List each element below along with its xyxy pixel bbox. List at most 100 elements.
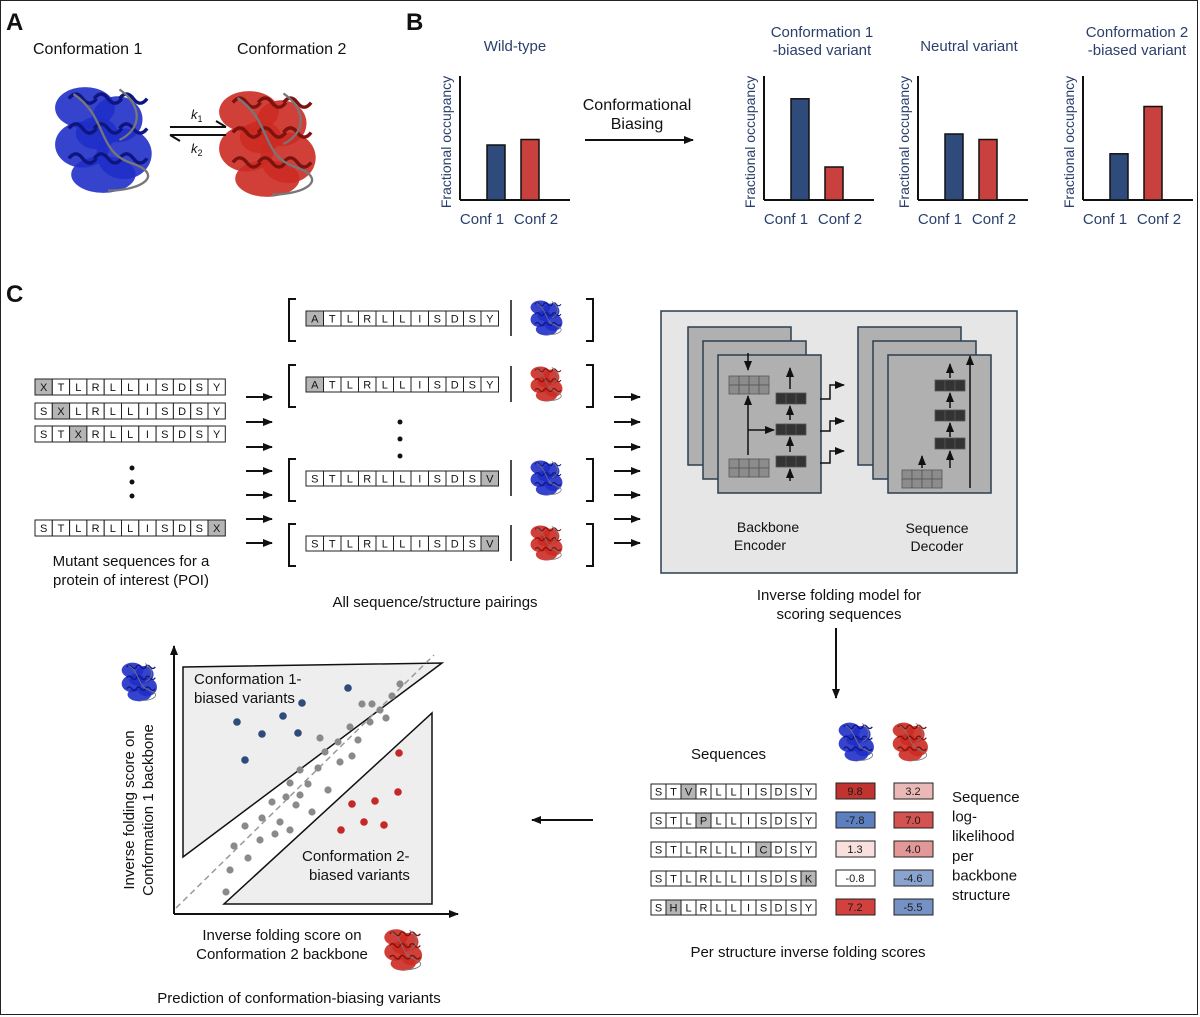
rate-k1-label: k1 xyxy=(191,107,203,124)
conformation-2-label: Conformation 2 xyxy=(237,41,346,58)
score-row-2-conf1-value: -7.8 xyxy=(846,815,865,827)
sequence-residue: L xyxy=(730,903,736,915)
sequence-residue: D xyxy=(451,474,459,486)
sequence-residue: L xyxy=(399,539,405,551)
sequence-residue: I xyxy=(747,874,750,886)
conf1-structure-icon xyxy=(530,460,563,496)
sequence-residue: S xyxy=(469,474,476,486)
chart-4-title-line2: -biased variant xyxy=(1088,42,1187,59)
sequence-residue: L xyxy=(715,845,721,857)
model-caption-line1: Inverse folding model for xyxy=(757,587,921,604)
sequence-residue: Y xyxy=(486,314,494,326)
occupancy-chart-2: Conformation 1-biased variantFractional … xyxy=(742,24,874,228)
conf2-backbone-icon xyxy=(892,722,928,762)
sequence-residue: D xyxy=(178,406,186,418)
score-row-2-conf1-cell xyxy=(835,811,876,829)
sequence-residue: T xyxy=(329,380,336,392)
sequence-residue: I xyxy=(418,539,421,551)
sequence-residue: S xyxy=(434,380,441,392)
decoder-label-line2: Decoder xyxy=(911,538,964,554)
sequence-residue: I xyxy=(146,523,149,535)
chart-1-tick-1: Conf 1 xyxy=(460,211,504,228)
score-row-5-conf1-value: 7.2 xyxy=(847,902,862,914)
sequence-residue: Y xyxy=(486,380,494,392)
score-row-5-conf2-cell xyxy=(893,898,934,916)
sequence-residue: L xyxy=(399,314,405,326)
mutant-ellipsis xyxy=(129,465,135,499)
sequence-residue: R xyxy=(700,845,708,857)
sequence-residue: S xyxy=(760,874,767,886)
chart-2-tick-1: Conf 1 xyxy=(764,211,808,228)
sequence-residue: S xyxy=(790,816,797,828)
chart-2-bar-conf-1 xyxy=(790,98,810,201)
chart-1-title-line1: Wild-type xyxy=(484,38,547,55)
mutant-to-pairing-arrows xyxy=(246,393,273,547)
sequence-residue: L xyxy=(685,874,691,886)
scatter-conf1-icon xyxy=(121,662,157,702)
backbone-encoder-stack xyxy=(687,326,845,494)
conformation-1-label: Conformation 1 xyxy=(33,41,142,58)
chart-2-title-line2: -biased variant xyxy=(773,42,872,59)
sequence-residue: I xyxy=(747,787,750,799)
sequence-residue: S xyxy=(161,382,168,394)
sequence-residue: S xyxy=(196,382,203,394)
sequence-residue: X xyxy=(57,406,65,418)
chart-2-bar-conf-2 xyxy=(824,166,844,201)
sequence-residue: H xyxy=(670,903,678,915)
chart-3-tick-1: Conf 1 xyxy=(918,211,962,228)
sequence-residue: D xyxy=(775,845,783,857)
sequence-residue: R xyxy=(92,406,100,418)
sequence-residue: T xyxy=(670,845,677,857)
legend-line-1: Sequence xyxy=(952,789,1020,806)
sequence-residue: L xyxy=(685,845,691,857)
sequence-residue: L xyxy=(127,429,133,441)
score-row-5-conf2-value: -5.5 xyxy=(904,902,923,914)
sequence-residue: X xyxy=(75,429,83,441)
sequence-residue: L xyxy=(399,380,405,392)
sequence-residue: I xyxy=(747,816,750,828)
sequence-residue: V xyxy=(486,539,494,551)
occupancy-chart-4: Conformation 2-biased variantFractional … xyxy=(1061,24,1193,228)
chart-4-ylabel: Fractional occupancy xyxy=(1061,76,1077,208)
sequence-residue: R xyxy=(700,787,708,799)
sequence-residue: Y xyxy=(805,845,813,857)
conf1-structure-icon xyxy=(530,300,563,336)
sequence-residue: L xyxy=(75,523,81,535)
mutant-caption-line2: protein of interest (POI) xyxy=(53,572,209,589)
chart-3-bar-conf-1 xyxy=(944,133,964,201)
sequence-residue: R xyxy=(92,429,100,441)
sequence-residue: L xyxy=(730,816,736,828)
sequence-residue: L xyxy=(685,816,691,828)
scatter-xlabel-line2: Conformation 2 backbone xyxy=(196,946,368,963)
sequence-residue: T xyxy=(58,523,65,535)
chart-2-ylabel: Fractional occupancy xyxy=(742,76,758,208)
pairings-caption: All sequence/structure pairings xyxy=(332,594,537,611)
scatter-schematic xyxy=(170,645,459,918)
sequence-residue: R xyxy=(92,382,100,394)
sequence-residue: L xyxy=(347,314,353,326)
sequence-residue: A xyxy=(311,314,319,326)
sequence-residue: D xyxy=(178,523,186,535)
chart-1-tick-2: Conf 2 xyxy=(514,211,558,228)
sequence-residue: Y xyxy=(805,816,813,828)
sequence-residue: D xyxy=(451,539,459,551)
chart-2-title-line1: Conformation 1 xyxy=(771,24,874,41)
conf2-region xyxy=(222,711,433,905)
sequence-residue: T xyxy=(670,874,677,886)
sequence-residue: L xyxy=(127,406,133,418)
score-row-3-conf2-value: 4.0 xyxy=(905,844,920,856)
conf1-region-label-line2: biased variants xyxy=(194,690,295,707)
score-row-3-conf1-value: 1.3 xyxy=(847,844,862,856)
sequence-residue: L xyxy=(730,874,736,886)
sequence-residue: S xyxy=(434,474,441,486)
sequence-residue: I xyxy=(747,903,750,915)
sequence-residue: L xyxy=(127,523,133,535)
rate-k2-label: k2 xyxy=(191,141,203,158)
sequence-residue: R xyxy=(700,874,708,886)
chart-3-title-line1: Neutral variant xyxy=(920,38,1018,55)
